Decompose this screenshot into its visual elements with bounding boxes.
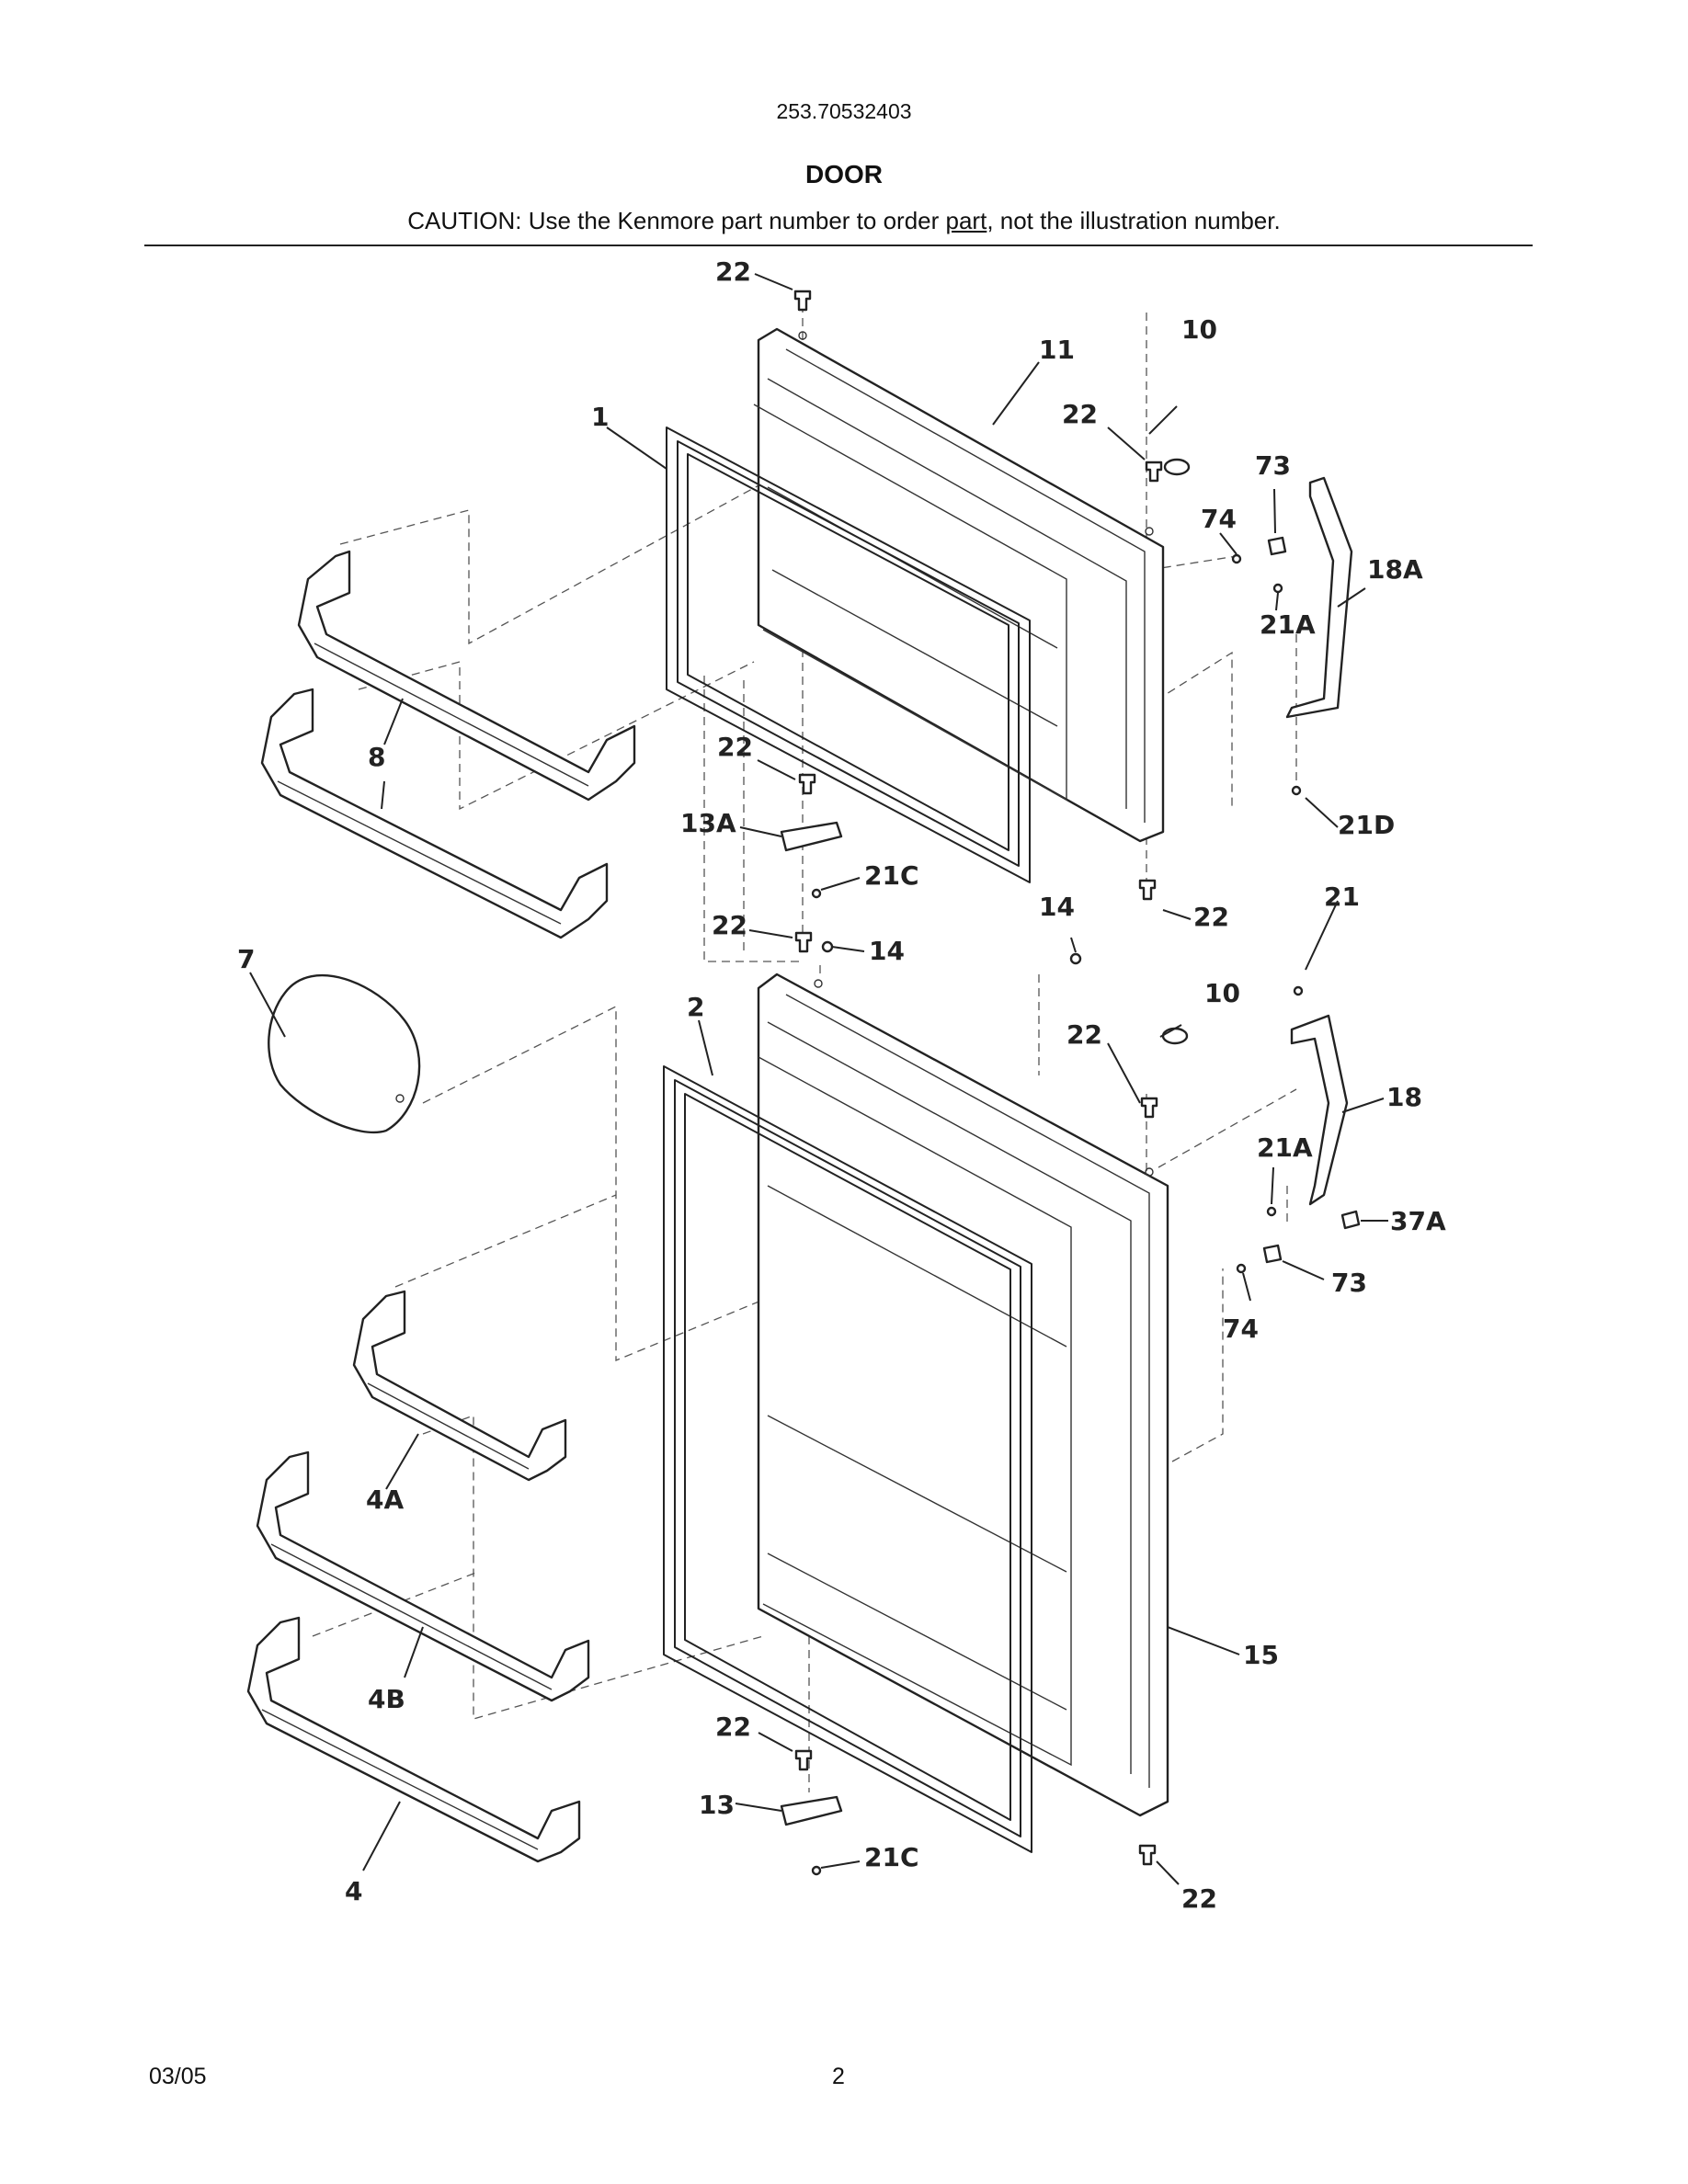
callout-22-mid-b: 22 (712, 910, 747, 940)
bushing-22-bottom (1138, 1844, 1157, 1866)
lower-door-liner (757, 973, 1169, 1817)
callout-73-upper: 73 (1255, 450, 1291, 481)
screw-21C-upper (811, 888, 822, 899)
callout-21D: 21D (1338, 810, 1395, 840)
screw-21A-upper (1272, 583, 1283, 594)
callout-22-mid-right: 22 (1193, 902, 1229, 932)
callout-22-mid-a: 22 (717, 732, 753, 762)
callout-21: 21 (1324, 882, 1360, 912)
hinge-13 (780, 1795, 843, 1826)
callout-18A: 18A (1367, 554, 1423, 585)
callout-21C-lower: 21C (864, 1842, 919, 1872)
screw-74-upper (1231, 553, 1242, 564)
plug-14-right (1069, 952, 1082, 965)
upper-shelf-bar-b (260, 688, 609, 939)
callout-22-lower-right: 22 (1066, 1019, 1102, 1050)
plug-14-left (821, 940, 834, 953)
callout-21A-lower: 21A (1257, 1132, 1313, 1163)
bushing-22-top (793, 290, 812, 312)
callout-22-top: 22 (715, 256, 751, 287)
callout-22-low-a: 22 (715, 1712, 751, 1742)
callout-1: 1 (591, 402, 609, 432)
callout-10-upper: 10 (1181, 314, 1217, 345)
callout-73-lower: 73 (1331, 1268, 1367, 1298)
shelf-4 (246, 1616, 581, 1863)
callout-21A-upper: 21A (1260, 609, 1316, 640)
plug-37A (1340, 1210, 1361, 1230)
small-parts (780, 290, 1361, 1876)
caution-text-end: , not the illustration number. (987, 207, 1281, 234)
lower-door-gasket (663, 1065, 1032, 1853)
callout-2: 2 (687, 992, 704, 1022)
callout-22-bottom: 22 (1181, 1883, 1217, 1914)
hinge-cover-10-lower (1161, 1027, 1189, 1045)
callout-labels: 22 11 10 22 1 73 74 18A 21A 8 22 13A 21C… (237, 256, 1446, 1914)
caution-text-start: CAUTION: Use the Kenmore part number to … (407, 207, 946, 234)
callout-74-lower: 74 (1223, 1314, 1259, 1344)
callout-13: 13 (699, 1790, 735, 1820)
shim-73-lower (1262, 1244, 1283, 1264)
hinge-13A (780, 821, 843, 852)
callout-74-upper: 74 (1201, 504, 1237, 534)
bushing-22-upper-right (1145, 461, 1163, 483)
upper-shelf-bar-a (297, 550, 636, 802)
screw-21C-lower (811, 1865, 822, 1876)
callout-18: 18 (1386, 1082, 1422, 1112)
upper-door-liner (753, 327, 1165, 843)
shelf-4B (256, 1450, 590, 1702)
callout-13A: 13A (680, 808, 736, 838)
callout-10-lower: 10 (1204, 978, 1240, 1008)
callout-21C-upper: 21C (864, 860, 919, 891)
bushing-22-lower-right (1140, 1097, 1158, 1119)
header-rule (144, 245, 1533, 246)
model-number: 253.70532403 (776, 99, 912, 123)
callout-15: 15 (1243, 1640, 1279, 1670)
callout-22-upper-right: 22 (1062, 399, 1098, 429)
callout-14-left: 14 (869, 936, 905, 966)
hinge-cover-10-upper (1163, 458, 1191, 476)
bushing-22-low (794, 1749, 813, 1771)
callout-4B: 4B (368, 1684, 405, 1714)
callout-37A: 37A (1390, 1206, 1446, 1236)
upper-handle (1285, 476, 1353, 719)
shim-73-upper (1267, 536, 1287, 556)
callout-8: 8 (368, 742, 385, 772)
screw-21 (1293, 985, 1304, 996)
callout-7: 7 (237, 944, 255, 974)
caution-underlined-word: part (945, 207, 987, 234)
bushing-22-mid-right (1138, 879, 1157, 901)
lower-handle (1290, 1014, 1349, 1206)
callout-4A: 4A (366, 1484, 404, 1515)
shelf-4A (352, 1290, 567, 1482)
callout-4: 4 (345, 1876, 362, 1906)
section-title: DOOR (805, 160, 883, 188)
screw-21A-lower (1266, 1206, 1277, 1217)
callout-14-right: 14 (1039, 892, 1075, 922)
bushing-22-mid-b (794, 931, 813, 953)
footer-page-number: 2 (832, 2064, 845, 2089)
butter-compartment-cover (268, 973, 421, 1134)
footer-date: 03/05 (149, 2064, 207, 2089)
bushing-22-mid (798, 773, 816, 795)
caution-note: CAUTION: Use the Kenmore part number to … (0, 207, 1688, 235)
leader-lines (249, 273, 1388, 1885)
callout-11: 11 (1039, 335, 1075, 365)
screw-21D (1291, 785, 1302, 796)
screw-74-lower (1236, 1263, 1247, 1274)
upper-door-gasket (666, 427, 1031, 883)
